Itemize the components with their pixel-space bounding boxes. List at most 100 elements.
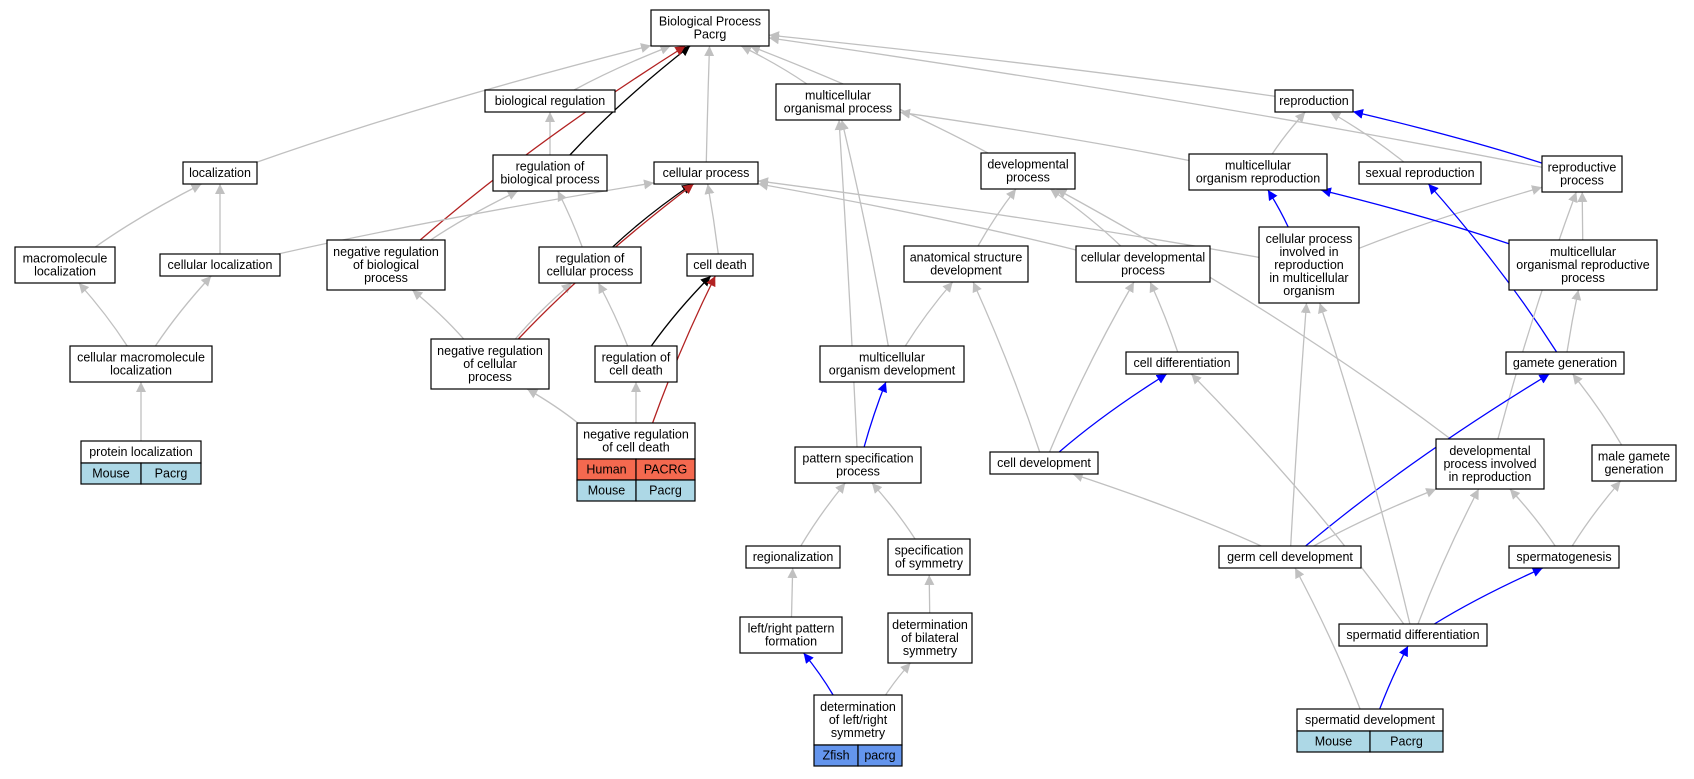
edge-localization-to-bp bbox=[256, 43, 652, 163]
node-label-line: organismal process bbox=[784, 102, 892, 116]
node-label-line: cellular process bbox=[663, 166, 750, 180]
edge-cell-development-to-cell-differentiation bbox=[1058, 373, 1168, 453]
node-cellular-localization[interactable]: cellular localization bbox=[159, 253, 281, 277]
node-regionalization[interactable]: regionalization bbox=[745, 545, 841, 569]
node-label-line: anatomical structure bbox=[910, 251, 1023, 265]
edge-spermatid-development-to-germ-cell-development bbox=[1294, 567, 1361, 710]
node-box bbox=[819, 345, 965, 383]
node-box bbox=[989, 451, 1099, 475]
node-sexual-reproduction[interactable]: sexual reproduction bbox=[1358, 161, 1482, 185]
node-box bbox=[745, 545, 841, 569]
edge-regulation-of-cellular-process-to-regulation-of-biological-process bbox=[557, 190, 583, 248]
node-label-line: regulation of bbox=[602, 351, 671, 365]
edge-pattern-specification-process-to-multicellular-organismal-process bbox=[834, 119, 858, 448]
node-label-line: organism reproduction bbox=[1196, 172, 1320, 186]
edge-developmental-process-involved-in-reproduction-to-reproductive-process bbox=[1497, 191, 1578, 440]
edge-negative-regulation-of-cell-death-to-cell-death bbox=[651, 275, 716, 424]
node-label-line: cellular process bbox=[1266, 232, 1353, 246]
node-label-line: process bbox=[836, 465, 880, 479]
node-box bbox=[887, 538, 971, 576]
edge-cell-death-to-cellular-process bbox=[704, 183, 719, 255]
node-gamete-generation[interactable]: gamete generation bbox=[1505, 351, 1625, 375]
edge-germ-cell-development-to-cellular-process-involved-in-reproduction bbox=[1290, 302, 1311, 547]
node-label-line: cellular process bbox=[547, 265, 634, 279]
edge-negative-regulation-of-cellular-process-to-regulation-of-cellular-process bbox=[514, 282, 573, 340]
node-spermatid-differentiation[interactable]: spermatid differentiation bbox=[1338, 623, 1488, 647]
node-label-line: negative regulation bbox=[437, 344, 543, 358]
edge-cellular-macromolecule-localization-to-cellular-localization bbox=[154, 275, 212, 347]
node-label-line: process bbox=[468, 370, 512, 384]
edges-layer bbox=[78, 31, 1623, 710]
edge-regulation-of-cell-death-to-regulation-of-cellular-process bbox=[597, 282, 629, 347]
species-label: Mouse bbox=[588, 484, 626, 498]
node-label-line: specification bbox=[895, 544, 964, 558]
edge-anatomical-structure-development-to-developmental-process bbox=[977, 188, 1017, 247]
node-cell-development[interactable]: cell development bbox=[989, 451, 1099, 475]
edge-cellular-process-involved-in-reproduction-to-reproductive-process bbox=[1358, 185, 1543, 249]
node-cell-death[interactable]: cell death bbox=[686, 253, 754, 277]
node-label-line: regulation of bbox=[516, 160, 585, 174]
gene-label: Pacrg bbox=[155, 467, 188, 481]
species-label: Human bbox=[586, 463, 626, 477]
species-cell bbox=[857, 744, 903, 767]
node-label-line: in multicellular bbox=[1269, 271, 1348, 285]
edge-cell-development-to-cellular-developmental-process bbox=[1048, 281, 1135, 453]
node-germ-cell-development[interactable]: germ cell development bbox=[1218, 545, 1362, 569]
node-box bbox=[492, 154, 608, 192]
edge-cellular-process-involved-in-reproduction-to-multicellular-organism-reproduction bbox=[1267, 189, 1289, 228]
node-box bbox=[1258, 226, 1360, 304]
edge-specification-of-symmetry-to-pattern-specification-process bbox=[871, 482, 916, 540]
gene-label: PACRG bbox=[644, 463, 688, 477]
node-label-line: gamete generation bbox=[1513, 356, 1617, 370]
node-biological-regulation[interactable]: biological regulation bbox=[484, 89, 616, 113]
edge-multicellular-organismal-reproductive-process-to-reproductive-process bbox=[1577, 191, 1588, 241]
node-label-line: cell differentiation bbox=[1133, 356, 1230, 370]
node-label-line: generation bbox=[1604, 463, 1663, 477]
node-label-line: development bbox=[930, 264, 1002, 278]
node-cell-differentiation[interactable]: cell differentiation bbox=[1125, 351, 1239, 375]
node-label-line: developmental bbox=[1449, 444, 1530, 458]
node-label-line: negative regulation bbox=[333, 245, 439, 259]
node-label-line: symmetry bbox=[831, 726, 886, 740]
node-cellular-process[interactable]: cellular process bbox=[653, 161, 759, 185]
node-label-line: organism development bbox=[829, 364, 956, 378]
edge-germ-cell-development-to-gamete-generation bbox=[1305, 373, 1550, 547]
node-box bbox=[538, 246, 642, 284]
node-localization[interactable]: localization bbox=[182, 161, 258, 185]
edge-negative-regulation-of-cellular-process-to-negative-regulation-of-biological-process bbox=[411, 289, 465, 340]
node-spermatogenesis[interactable]: spermatogenesis bbox=[1508, 545, 1620, 569]
edge-multicellular-organism-development-to-multicellular-organismal-process bbox=[839, 119, 889, 347]
gene-label: Pacrg bbox=[649, 484, 682, 498]
node-reproduction[interactable]: reproduction bbox=[1274, 89, 1354, 113]
edge-cellular-localization-to-cellular-process bbox=[277, 179, 655, 255]
edge-cellular-macromolecule-localization-to-macromolecule-localization bbox=[78, 282, 128, 347]
